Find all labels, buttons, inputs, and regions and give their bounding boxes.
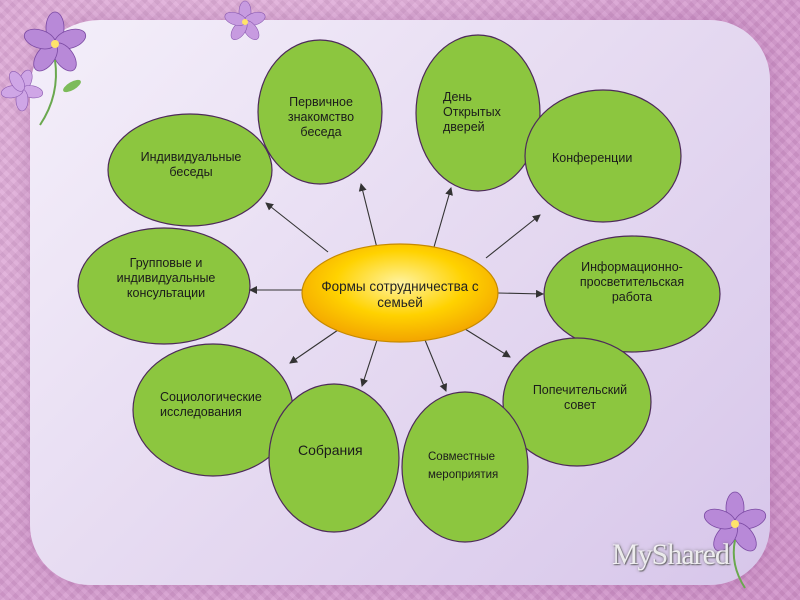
petal-pervichnoe bbox=[257, 39, 383, 185]
petal-individualnye bbox=[107, 113, 273, 227]
petal-informacionno bbox=[543, 235, 721, 353]
petal-konferencii bbox=[524, 89, 682, 223]
arrow-konferencii bbox=[485, 214, 541, 259]
arrow-sociologicheskie bbox=[289, 329, 339, 364]
petal-label-popechitelskiy: Попечительский совет bbox=[532, 383, 628, 412]
petal-sovmestnye bbox=[401, 391, 529, 543]
petal-sobraniya bbox=[268, 383, 400, 533]
arrow-sobraniya bbox=[360, 339, 378, 387]
petal-label-sociologicheskie: Социологические исследования bbox=[160, 390, 262, 419]
petal-label-sovmestnye: Совместные мероприятия bbox=[428, 451, 499, 481]
arrow-pervichnoe bbox=[358, 183, 378, 249]
flower-decoration-bottom-right bbox=[703, 491, 767, 589]
petal-label-pervichnoe: Первичное знакомство беседа bbox=[287, 95, 355, 139]
flower-decoration-top-right bbox=[224, 0, 266, 40]
petal-label-den-otkrytyh: День Открытых дверей bbox=[443, 90, 501, 134]
petal-popechitelskiy bbox=[502, 337, 652, 467]
center-node bbox=[301, 243, 499, 343]
petal-label-sobraniya: Собрания bbox=[298, 442, 363, 458]
center-label: Формы сотрудничества с семьей bbox=[321, 279, 479, 310]
watermark-logo: MyShared bbox=[612, 538, 730, 571]
petal-label-individualnye: Индивидуальные беседы bbox=[140, 150, 242, 179]
arrow-sovmestnye bbox=[424, 339, 448, 392]
arrow-individualnye bbox=[265, 202, 329, 253]
petal-label-konferencii: Конференции bbox=[552, 151, 633, 165]
arrow-den-otkrytyh bbox=[433, 187, 453, 248]
arrow-informacionno bbox=[497, 289, 544, 298]
petal-label-informacionno: Информационно-просветительская работа bbox=[579, 260, 685, 304]
petal-den-otkrytyh bbox=[415, 34, 541, 192]
petal-label-gruppovye: Групповые и индивидуальные консультации bbox=[116, 256, 216, 300]
arrow-popechitelskiy bbox=[464, 328, 511, 358]
flower-decoration-top-left bbox=[0, 11, 87, 126]
